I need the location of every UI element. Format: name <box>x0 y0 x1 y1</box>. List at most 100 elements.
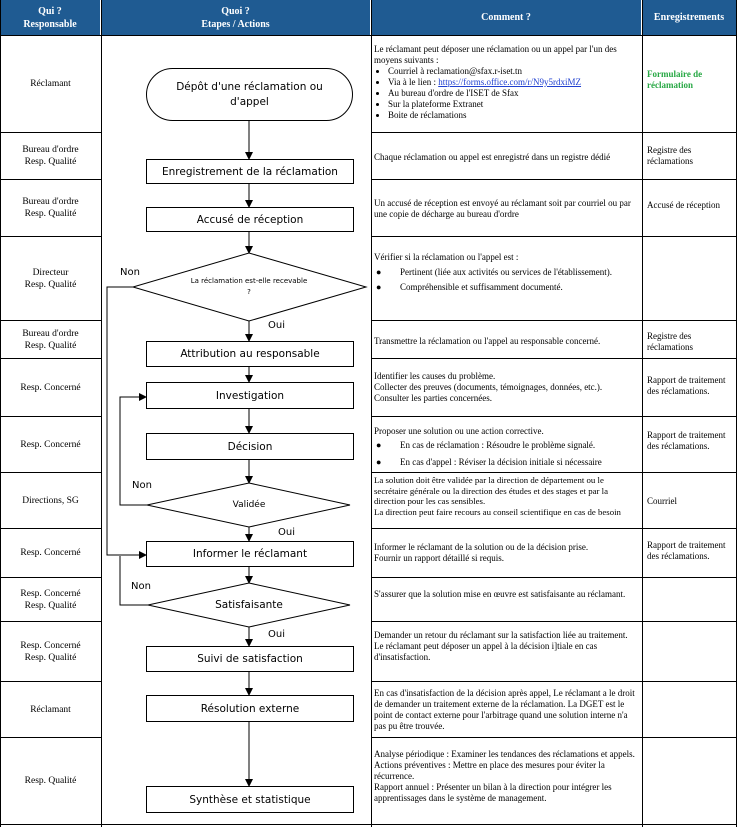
header-how: Comment ? <box>371 0 642 35</box>
row-divider <box>371 472 737 473</box>
who-text: Resp. Concerné <box>20 439 81 450</box>
comment-text: Chaque réclamation ou appel est enregist… <box>374 152 611 162</box>
flow-step-label: Décision <box>227 440 273 453</box>
flow-step-label: Informer le réclamant <box>192 548 308 560</box>
flow-step-accuse: Accusé de réception <box>146 207 354 232</box>
comment-cell: Informer le réclamant de la solution ou … <box>372 540 640 564</box>
who-text: Bureau d'ordre <box>22 197 79 207</box>
comment-cell: Un accusé de réception est envoyé au réc… <box>372 196 640 220</box>
who-text: Resp. Qualité <box>24 652 77 663</box>
comment-cell: S'assurer que la solution mise en œuvre … <box>372 587 640 600</box>
row-divider <box>0 416 101 417</box>
who-text: Bureau d'ordre <box>22 328 79 339</box>
flow-step-synthese: Synthèse et statistique <box>146 786 354 813</box>
row-divider <box>371 681 737 682</box>
form-link[interactable]: https://forms.office.com/r/N9y5rdxiMZ <box>438 77 582 87</box>
comment-cell: En cas d'insatisfaction de la décision a… <box>372 686 640 732</box>
comment-text: Le réclamant peut déposer une réclamatio… <box>374 44 617 65</box>
comment-bullet: En cas d'appel : Réviser la décision ini… <box>374 457 639 468</box>
comment-text: Vérifier si la réclamation ou l'appel es… <box>374 252 519 262</box>
comment-bullet: Compréhensible et suffisamment documenté… <box>374 282 639 293</box>
who-text: Directeur <box>32 267 69 278</box>
comment-text: Via à le lien : <box>388 77 439 87</box>
comment-cell: La solution doit être validée par la dir… <box>372 473 640 517</box>
comment-bullet: Au bureau d'ordre de l'ISET de Sfax <box>388 88 639 99</box>
row-divider <box>0 824 737 825</box>
record-cell: Rapport de traitement des réclamations. <box>647 430 726 451</box>
comment-bullet: Via à le lien : https://forms.office.com… <box>388 77 639 88</box>
who-cell: Resp. Concerné <box>0 359 101 416</box>
decision-recevable-label: La réclamation est-elle recevable ? <box>190 277 308 296</box>
who-text: Réclamant <box>30 704 71 715</box>
no-path-satisfaisante <box>119 556 148 606</box>
flow-step-informer: Informer le réclamant <box>146 541 354 567</box>
column-divider <box>371 0 372 827</box>
row-divider <box>0 621 101 622</box>
comment-text: Proposer une solution ou une action corr… <box>374 426 544 436</box>
comment-bullet: Courriel à reclamation@sfax.r-iset.tn <box>388 66 639 77</box>
who-text: Resp. Qualité <box>24 279 77 290</box>
column-divider <box>0 0 1 827</box>
row-divider <box>0 528 101 529</box>
comment-text: Demander un retour du réclamant sur la s… <box>374 630 628 640</box>
flow-step-label: Accusé de réception <box>196 213 304 226</box>
comment-text: Analyse périodique : Examiner les tendan… <box>374 749 635 759</box>
row-divider <box>0 179 101 180</box>
who-text: Réclamant <box>30 79 71 89</box>
flow-start-oval: Dépôt d'une réclamation ou d'appel <box>146 68 353 121</box>
header-who-line1: Qui ? <box>38 5 62 17</box>
header-how-label: Comment ? <box>481 12 531 23</box>
comment-cell: Demander un retour du réclamant sur la s… <box>372 628 640 663</box>
who-text: Resp. Concerné <box>20 382 81 393</box>
who-text: Resp. Qualité <box>24 600 77 611</box>
comment-text: Fournir un rapport détaillé si requis. <box>374 553 504 563</box>
comment-cell: Proposer une solution ou une action corr… <box>372 424 640 468</box>
row-divider <box>0 320 101 321</box>
flow-step-label: Attribution au responsable <box>180 348 320 360</box>
row-divider <box>371 236 737 237</box>
header-what-line2: Etapes / Actions <box>201 18 270 30</box>
header-who-line2: Responsable <box>23 18 77 30</box>
row-divider <box>371 416 737 417</box>
flow-step-label: Suivi de satisfaction <box>197 653 303 665</box>
comment-bullet: Pertinent (liée aux activités ou service… <box>374 267 639 278</box>
label-non: Non <box>132 480 152 491</box>
who-text: Resp. Concerné <box>20 588 81 599</box>
record-cell: Formulaire de réclamation <box>647 69 703 90</box>
decision-satisfaisante-shape <box>147 582 351 628</box>
who-cell: Réclamant <box>0 36 101 132</box>
decision-recevable-shape <box>131 252 368 322</box>
comment-text: La solution doit être validée par la dir… <box>374 475 608 506</box>
who-text: Resp. Concerné <box>20 548 81 558</box>
who-cell: Resp. Qualité <box>0 738 101 824</box>
who-text: Bureau d'ordre <box>22 145 79 155</box>
comment-text: La direction peut faire recours au conse… <box>374 506 621 517</box>
record-cell: Rapport de traitement des réclamations. <box>647 375 726 396</box>
comment-text: Le réclamant peut déposer un appel à la … <box>374 641 598 662</box>
record-cell: Rapport de traitement des réclamations. <box>647 540 726 561</box>
who-text: Resp. Concerné <box>20 640 81 651</box>
flow-step-label: Résolution externe <box>200 702 300 715</box>
label-oui: Oui <box>278 527 295 538</box>
label-non: Non <box>120 267 140 278</box>
label-oui: Oui <box>268 629 285 640</box>
flow-step-investigation: Investigation <box>146 382 354 409</box>
decision-validee-shape <box>146 482 351 528</box>
row-divider <box>371 358 737 359</box>
comment-bullet: Boite de réclamations <box>388 110 639 121</box>
row-divider <box>371 577 737 578</box>
flow-step-label: Investigation <box>215 389 285 402</box>
row-divider <box>0 132 101 133</box>
comment-cell: Vérifier si la réclamation ou l'appel es… <box>372 250 640 297</box>
record-cell: Accusé de réception <box>647 200 720 210</box>
comment-text: Informer le réclamant de la solution ou … <box>374 542 589 552</box>
no-path-validee <box>119 393 147 506</box>
decision-validee-label: Validée <box>232 500 266 510</box>
who-cell: Resp. Concerné <box>0 529 101 577</box>
row-divider <box>371 621 737 622</box>
